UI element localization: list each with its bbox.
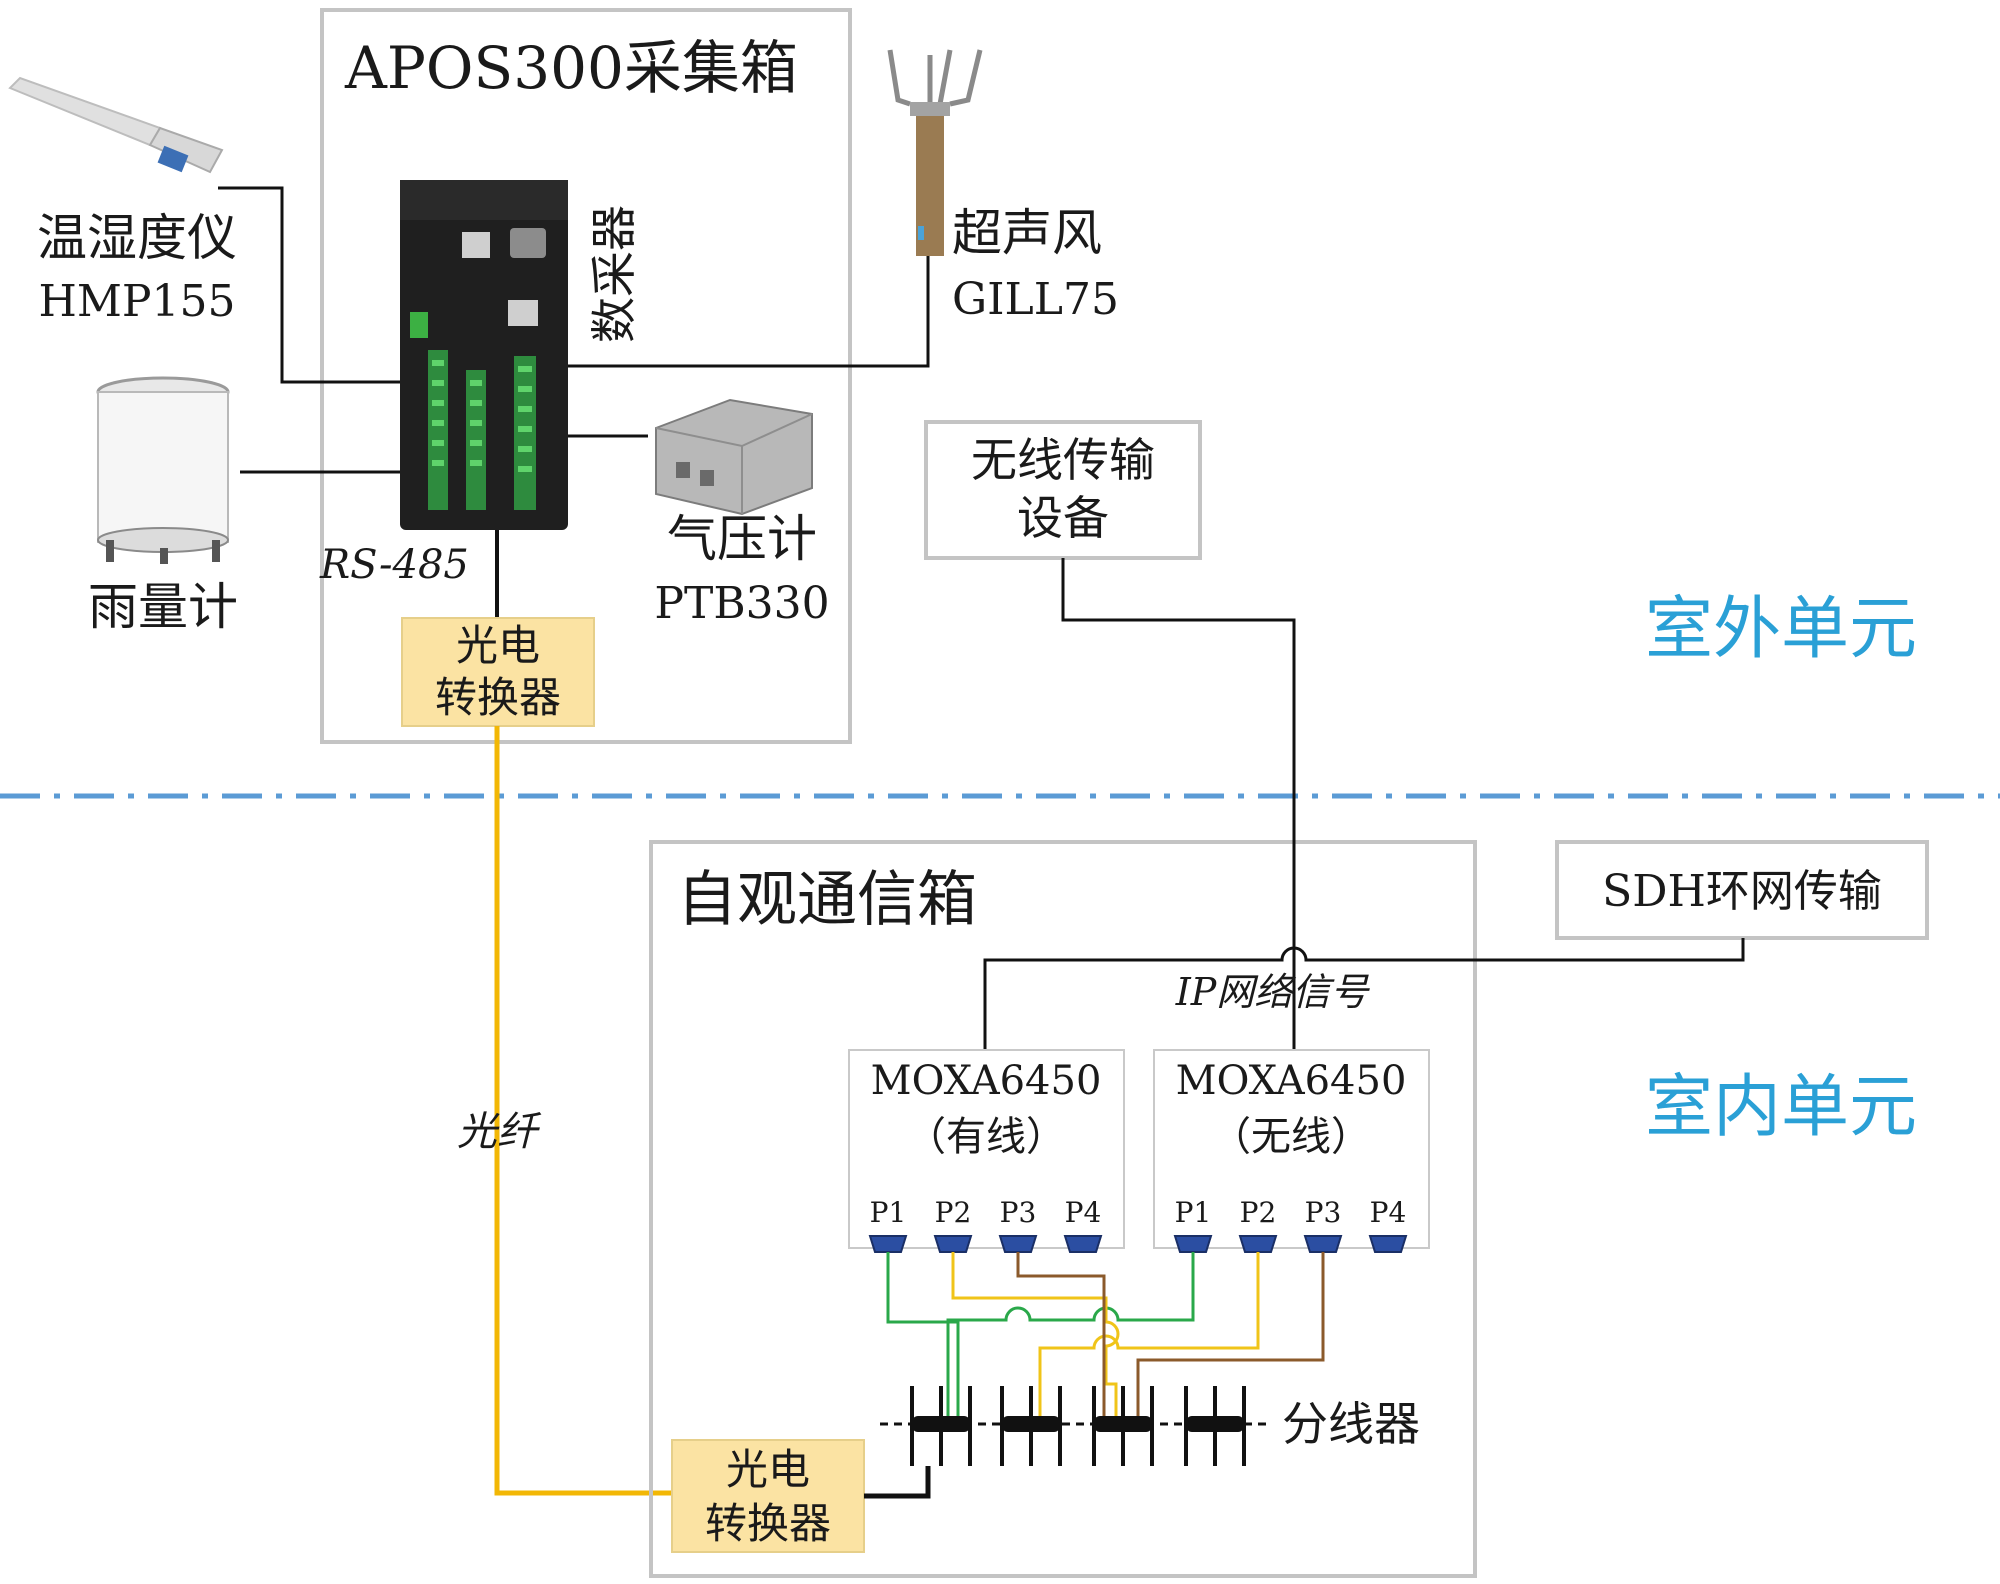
outdoor-box-title: APOS300采集箱 [344,34,798,102]
rs485-label: RS-485 [319,542,469,588]
sdh-label: SDH环网传输 [1602,866,1882,917]
moxa-wired-model: MOXA6450 [871,1058,1102,1104]
moxa-wireless-type: （无线） [1211,1114,1371,1160]
moxa-wired-port-3: P3 [1000,1196,1037,1229]
zone-outdoor-label: 室外单元 [1645,590,1917,669]
yellow-wire-wired-p2 [951,1252,1120,1424]
moxa-wireless-port-2: P2 [1240,1196,1277,1229]
green-wire-wired-p1 [886,1252,960,1424]
sdh-box [1555,840,1929,940]
moxa-wired-box [848,1049,1125,1249]
wireless-device-line2: 设备 [1017,491,1109,545]
wireless-device-box [924,420,1202,560]
moxa-wireless-port-4: P4 [1370,1196,1407,1229]
moxa-wireless-model: MOXA6450 [1176,1058,1407,1104]
outdoor-box [320,8,852,744]
anemometer-icon [887,49,983,256]
moxa-wired-port-4: P4 [1065,1196,1102,1229]
db9-port-icon [1238,1235,1278,1253]
moxa-wired-port-1: P1 [870,1196,907,1229]
converter-indoor-line1: 光电 [726,1445,810,1494]
moxa-wired-type: （有线） [906,1114,1066,1160]
wireless-device-line1: 无线传输 [971,433,1155,487]
barometer-icon [655,398,813,516]
wind-model: GILL75 [952,274,1119,325]
fiber-line [494,726,672,1496]
splitter-label: 分线器 [1282,1397,1420,1451]
ip-label: IP网络信号 [1175,970,1371,1014]
converter-outdoor-line2: 转换器 [435,673,561,722]
indoor-box-title: 自观通信箱 [677,865,977,935]
moxa-wired-ports [868,1235,1103,1253]
db9-port-icon [868,1235,908,1253]
moxa-wireless-port-3: P3 [1305,1196,1342,1229]
db9-port-icon [1173,1235,1213,1253]
converter-indoor-line2: 转换器 [705,1499,831,1548]
fiber-label: 光纤 [457,1109,542,1155]
brown-wire-wired-p3 [1016,1252,1106,1424]
splitter-icon [880,1386,1270,1466]
yellow-wire-wireless-p2 [1038,1252,1260,1424]
green-wire-wireless-p1 [946,1252,1195,1424]
moxa-wireless-port-1: P1 [1175,1196,1212,1229]
moxa-wireless-ports [1173,1235,1408,1253]
db9-port-icon [933,1235,973,1253]
hmp-name: 温湿度仪 [37,209,237,267]
rain-name: 雨量计 [88,578,238,636]
datalogger-label: 数采器 [587,205,641,343]
zone-indoor-label: 室内单元 [1645,1068,1917,1147]
db9-port-icon [1368,1235,1408,1253]
converter-outdoor [401,617,595,727]
datalogger-icon [400,180,568,530]
pressure-name: 气压计 [667,510,817,568]
thermo-hygrometer-icon [8,76,224,174]
pressure-model: PTB330 [654,578,829,629]
moxa-wireless-box [1153,1049,1430,1249]
moxa-wired-port-2: P2 [935,1196,972,1229]
wind-name: 超声风 [952,204,1102,262]
db9-port-icon [1063,1235,1103,1253]
converter-outdoor-line1: 光电 [456,621,540,670]
hmp-model: HMP155 [38,276,235,327]
brown-wire-wireless-p3 [1136,1252,1325,1424]
indoor-box [649,840,1477,1578]
db9-port-icon [998,1235,1038,1253]
rain-gauge-icon [96,376,230,564]
wireless-wire [1061,558,1296,1050]
wind-wire [568,256,930,368]
hmp-wire [218,186,400,384]
db9-port-icon [1303,1235,1343,1253]
converter-to-splitter-wire [864,1466,931,1499]
